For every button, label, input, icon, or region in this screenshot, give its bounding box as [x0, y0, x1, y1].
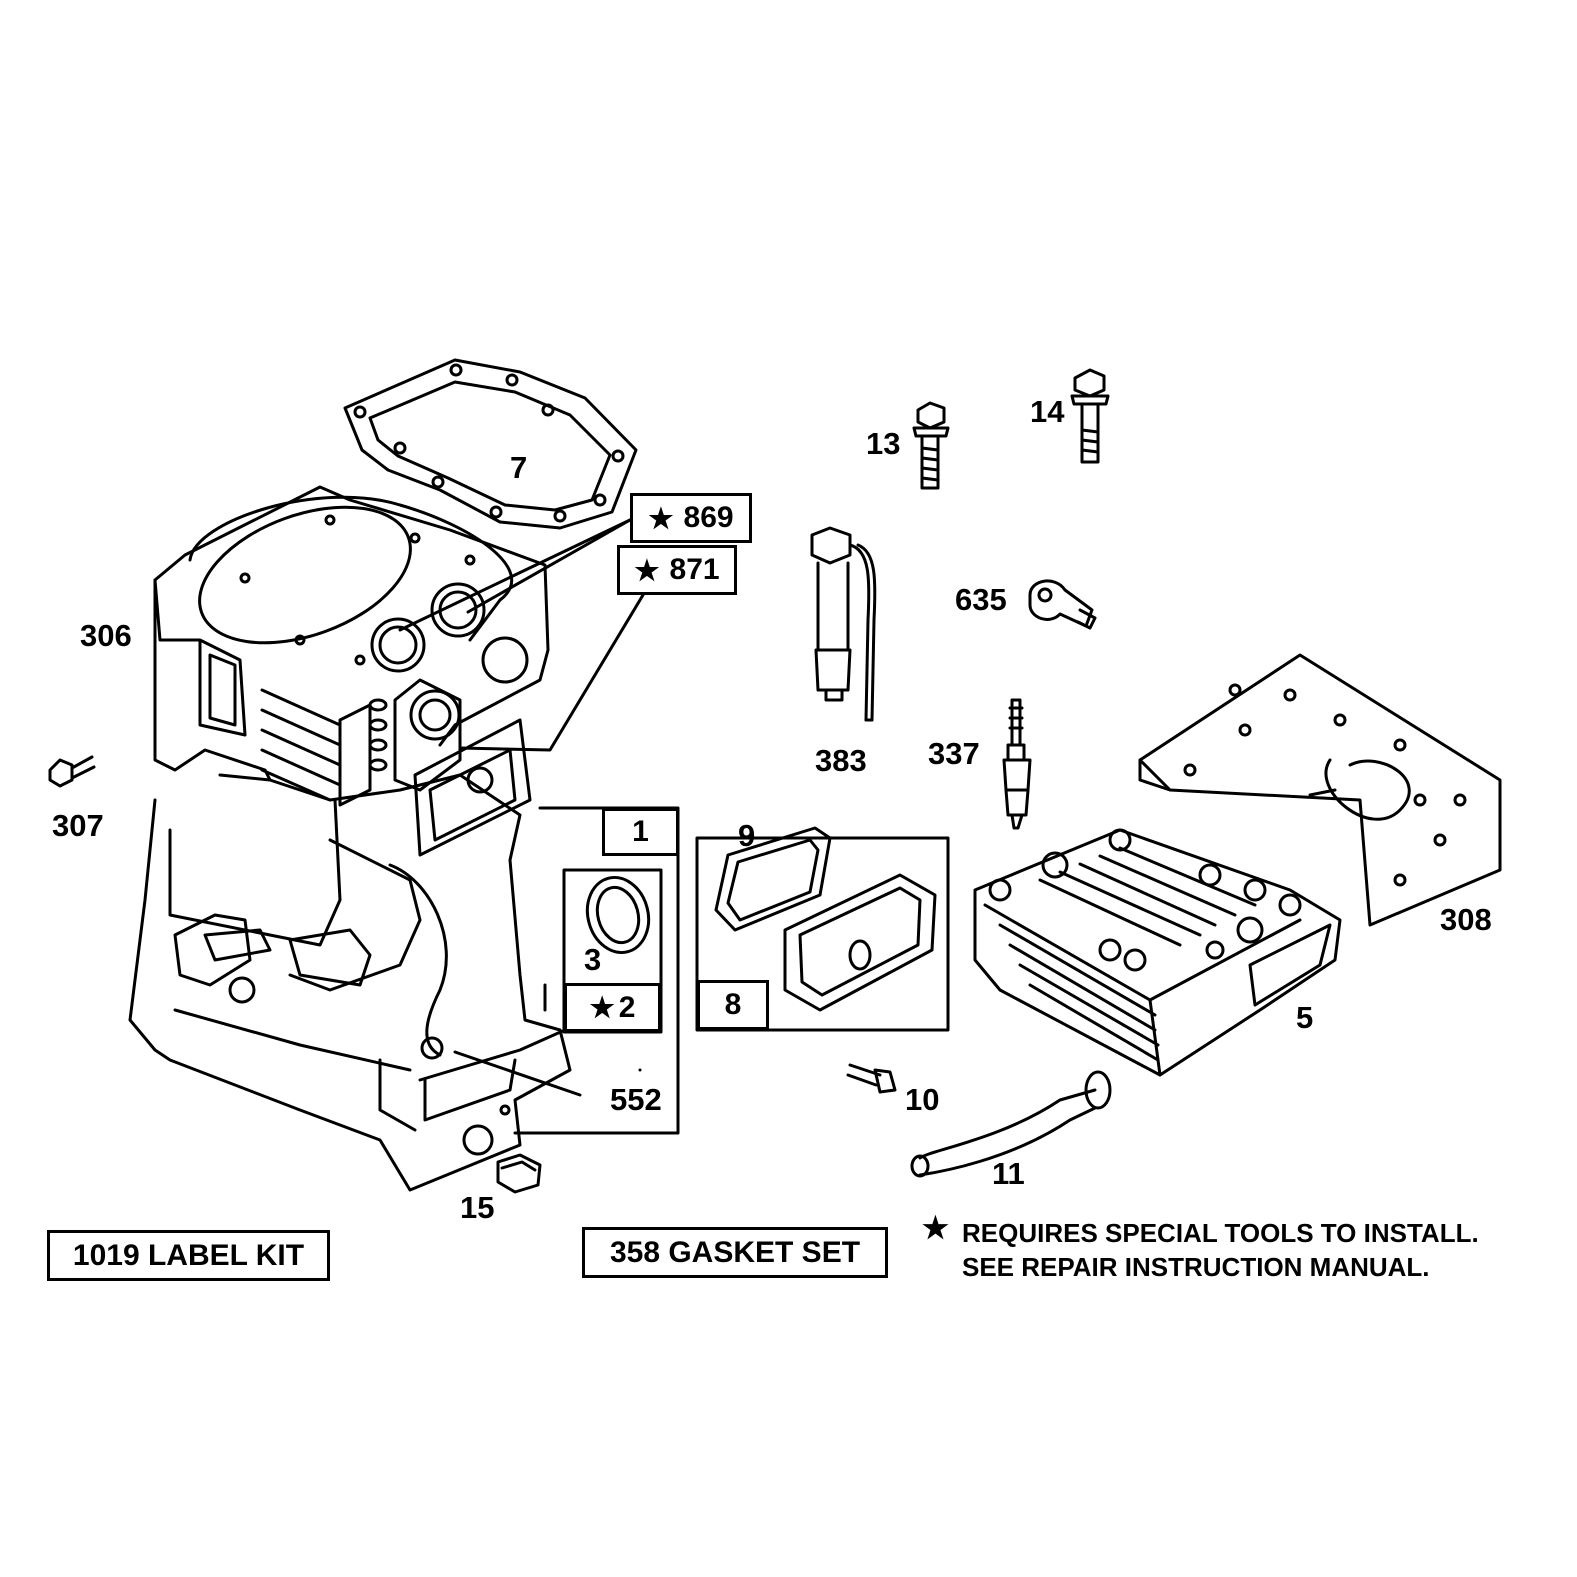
callout-383: 383 — [815, 743, 867, 778]
callout-box-2: ★ 2 — [564, 983, 661, 1032]
leader-lines — [398, 518, 648, 1097]
callout-box-8-label: 8 — [724, 988, 742, 1021]
callout-box-869-label: 869 — [683, 501, 734, 534]
callout-14: 14 — [1030, 394, 1065, 429]
callout-306: 306 — [80, 618, 132, 653]
footnote-line-1: REQUIRES SPECIAL TOOLS TO INSTALL. — [962, 1218, 1479, 1248]
label-kit-text: 1019 LABEL KIT — [72, 1238, 305, 1272]
label-kit-box: 1019 LABEL KIT — [47, 1230, 330, 1281]
callout-15: 15 — [460, 1190, 495, 1225]
callout-3: 3 — [584, 942, 602, 977]
bolt-307-drawing — [48, 755, 96, 788]
callout-box-1-label: 1 — [632, 815, 649, 848]
oil-seal-drawing — [585, 875, 651, 955]
head-gasket-drawing — [343, 358, 638, 530]
callout-9: 9 — [738, 818, 756, 853]
callout-box-1: 1 — [602, 808, 679, 856]
gasket-set-box: 358 GASKET SET — [582, 1227, 888, 1278]
breather-tube-drawing — [910, 1070, 1112, 1178]
callout-10: 10 — [905, 1082, 940, 1117]
callout-box-871: ★ 871 — [617, 545, 737, 595]
callout-13: 13 — [866, 426, 901, 461]
bolt-13-drawing — [912, 401, 950, 490]
head-shield-drawing — [1138, 653, 1502, 927]
callout-box-869: ★ 869 — [630, 493, 752, 543]
cylinder-head-drawing — [973, 828, 1342, 1077]
callout-11: 11 — [992, 1156, 1025, 1191]
callout-box-871-label: 871 — [669, 553, 720, 586]
footnote-line-2: SEE REPAIR INSTRUCTION MANUAL. — [962, 1252, 1430, 1282]
callout-552: 552 — [610, 1082, 662, 1117]
bolt-14-drawing — [1070, 368, 1110, 464]
callout-635: 635 — [955, 582, 1007, 617]
callout-7: 7 — [510, 450, 528, 485]
star-icon: ★ — [634, 554, 660, 586]
star-icon: ★ — [648, 502, 674, 534]
screw-10-drawing — [846, 1063, 897, 1094]
plug-15-drawing — [496, 1153, 542, 1194]
star-icon: ★ — [589, 992, 615, 1023]
spark-plug-drawing — [1002, 698, 1032, 830]
callout-box-2-label: 2 — [618, 990, 636, 1024]
callout-307: 307 — [52, 808, 104, 843]
footnote-star-icon: ★ — [922, 1212, 949, 1245]
gasket-set-text: 358 GASKET SET — [609, 1235, 861, 1269]
callout-box-8: 8 — [697, 980, 769, 1030]
cylinder-block-drawing — [128, 485, 572, 1192]
valve-cover-kit-outline — [695, 826, 950, 1032]
callout-337: 337 — [928, 736, 980, 771]
spark-plug-wire-drawing — [810, 526, 877, 722]
terminal-635-drawing — [1028, 579, 1097, 630]
callout-5: 5 — [1296, 1000, 1314, 1035]
callout-308: 308 — [1440, 902, 1492, 937]
